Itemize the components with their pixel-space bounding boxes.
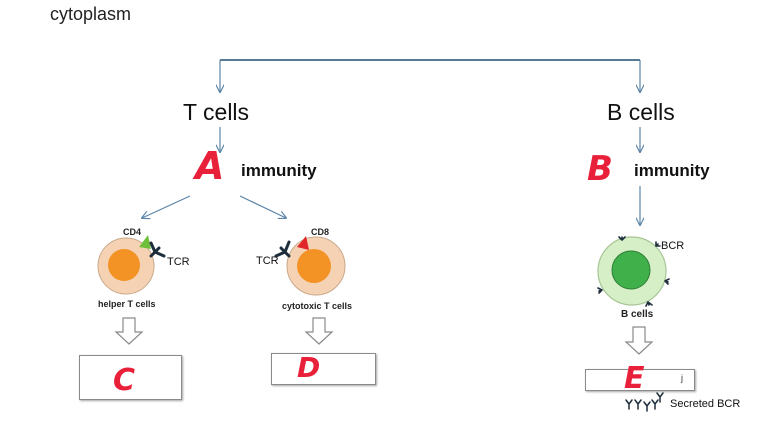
hollow-down-arrow-helper	[114, 317, 144, 345]
cd4-label: CD4	[123, 227, 142, 237]
hollow-down-arrow-bcell	[624, 326, 654, 355]
caption-text: cytoplasm	[50, 4, 132, 24]
cd4-marker	[139, 235, 151, 249]
handwritten-label-c: C	[113, 363, 136, 398]
cytotoxic-tcr-label: TCR	[256, 255, 279, 267]
handwritten-label-e: E	[624, 361, 645, 396]
answer-box-c	[79, 355, 182, 400]
cytotoxic-t-cells-label: cytotoxic T cells	[282, 301, 353, 311]
cd8-marker	[297, 236, 309, 250]
secreted-bcr-label: Secreted BCR	[670, 398, 741, 410]
b-cell	[597, 236, 670, 307]
answer-box-e	[585, 369, 695, 391]
b-cells-label: B cells	[621, 309, 654, 320]
b-immunity-label: immunity	[634, 161, 710, 180]
t-cells-title: T cells	[183, 99, 250, 125]
arrow-to-helper	[142, 195, 191, 218]
box-e-mark: j	[681, 373, 683, 383]
answer-box-d	[271, 353, 376, 385]
cytotoxic-t-cell	[274, 236, 346, 296]
handwritten-label-b: B	[587, 149, 613, 189]
secreted-bcr-icons	[625, 392, 664, 412]
handwritten-label-d: D	[297, 351, 321, 384]
helper-tcr-label: TCR	[167, 256, 190, 268]
tcr-receptor-icon	[274, 240, 291, 258]
tcr-receptor-icon	[149, 241, 166, 258]
hollow-down-arrow-cytotoxic	[304, 317, 334, 345]
helper-t-cells-label: helper T cells	[98, 299, 156, 309]
t-immunity-label: immunity	[241, 161, 317, 180]
arrow-to-cytotoxic	[239, 195, 286, 218]
bcr-label: BCR	[661, 240, 685, 252]
bcr-receptor-icon	[597, 236, 670, 307]
b-cells-title: B cells	[607, 99, 675, 125]
helper-t-cell	[97, 235, 166, 295]
handwritten-label-a: A	[195, 144, 225, 188]
cd8-label: CD8	[311, 227, 330, 237]
